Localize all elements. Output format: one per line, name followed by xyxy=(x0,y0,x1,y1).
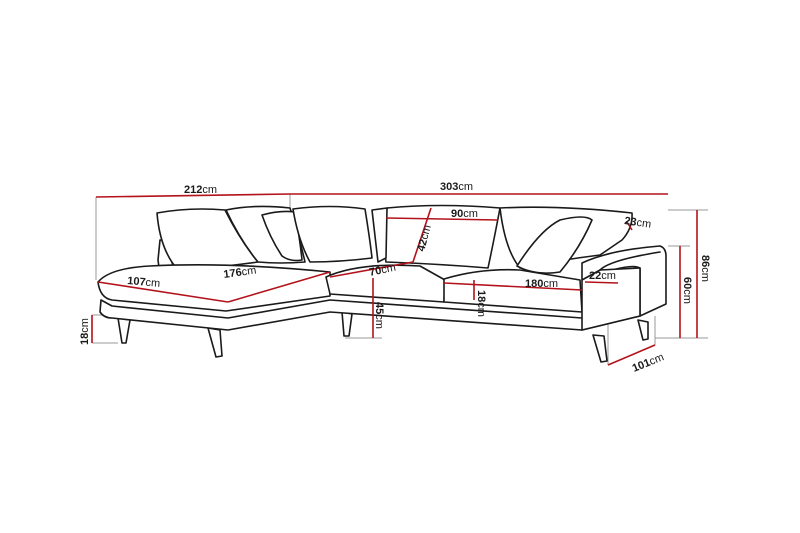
chaise-seat xyxy=(97,264,331,312)
label-back-thickness: 23cm xyxy=(624,215,652,231)
label-back-cushion-width: 90cm xyxy=(451,208,478,220)
back-cushions xyxy=(156,204,633,276)
label-armrest-width: 22cm xyxy=(589,270,616,282)
label-back-height: 42cm xyxy=(415,224,434,253)
label-chaise-width: 107cm xyxy=(127,275,161,290)
label-seat-height: 45cm xyxy=(373,302,385,329)
label-leg-height: 18cm xyxy=(79,318,91,345)
label-seat-width: 180cm xyxy=(525,278,558,290)
label-cushion-thickness: 18cm xyxy=(475,290,487,317)
sofa-base xyxy=(99,299,641,331)
label-width-left: 212cm xyxy=(184,184,217,196)
dimension-lines xyxy=(91,193,698,366)
seat-cushions xyxy=(325,264,583,313)
label-depth: 101cm xyxy=(631,351,666,374)
right-armrest xyxy=(581,245,667,331)
label-arm-height: 60cm xyxy=(681,277,693,304)
label-seat-depth: 70cm xyxy=(368,262,397,279)
label-chaise-depth: 176cm xyxy=(223,264,257,280)
label-total-height: 86cm xyxy=(699,255,711,282)
label-width-total: 303cm xyxy=(440,181,473,193)
dimension-labels: 212cm 303cm 107cm 176cm 70cm 42cm 90cm 2… xyxy=(79,181,711,375)
guide-lines xyxy=(92,194,708,365)
